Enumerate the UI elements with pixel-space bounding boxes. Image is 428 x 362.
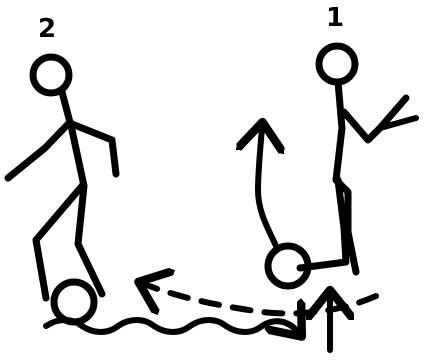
player-1-figure: 1: [300, 3, 416, 272]
player-2-torso: [62, 92, 84, 186]
player-2-head: [33, 57, 69, 93]
player-2-figure: 2: [8, 14, 116, 298]
player-2-arm-left: [8, 122, 70, 178]
run-arrow-up: [258, 128, 276, 246]
player-1-number: 1: [326, 3, 344, 33]
player-2-number: 2: [38, 14, 56, 44]
player-1-head: [319, 46, 355, 82]
player-1-torso: [336, 82, 342, 180]
player-1-arm: [344, 98, 406, 140]
pass-arrow-dashed: [144, 284, 376, 313]
ball-player-2: [54, 282, 94, 322]
player-2-leg-front: [78, 186, 102, 294]
